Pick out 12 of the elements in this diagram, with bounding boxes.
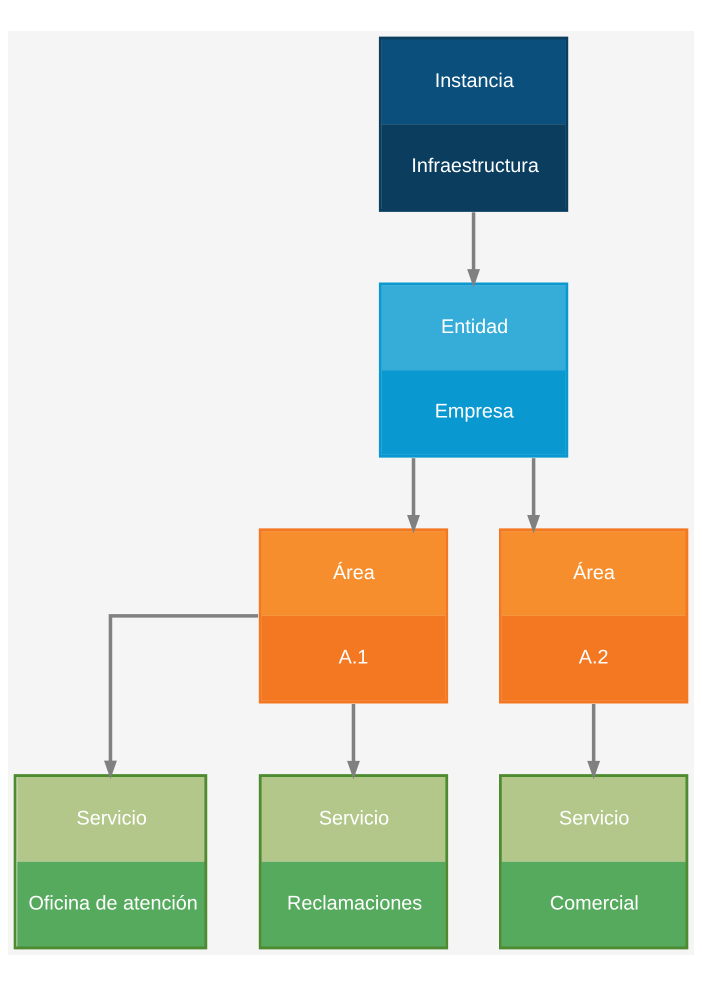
node-box: Instancia Infraestructura (378, 36, 568, 212)
node-box: Entidad Empresa (378, 282, 568, 458)
arrow (587, 703, 600, 779)
arrow (347, 703, 360, 779)
arrow (467, 212, 480, 288)
node-box: Servicio Reclamaciones (258, 774, 448, 949)
arrow (407, 458, 420, 533)
arrow (104, 614, 258, 779)
node-box: Área A.1 (258, 528, 448, 704)
node-box: Servicio Comercial (499, 774, 688, 949)
node-box: Área A.2 (499, 528, 688, 704)
arrow (527, 458, 540, 533)
